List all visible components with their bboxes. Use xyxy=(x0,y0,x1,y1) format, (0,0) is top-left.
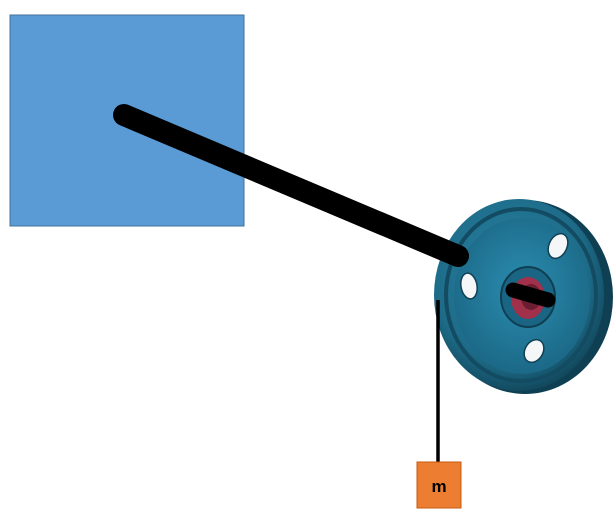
pulley-hole-top xyxy=(547,232,569,260)
support-rod xyxy=(113,104,469,267)
pulley-axle xyxy=(505,282,556,308)
pulley-hole-bottom xyxy=(523,338,545,364)
pulley-hole-left xyxy=(460,272,478,300)
mass-label: m xyxy=(431,477,446,496)
pulley-groove xyxy=(444,207,598,383)
mass-block xyxy=(416,461,462,509)
hanging-mass: m xyxy=(416,461,462,509)
